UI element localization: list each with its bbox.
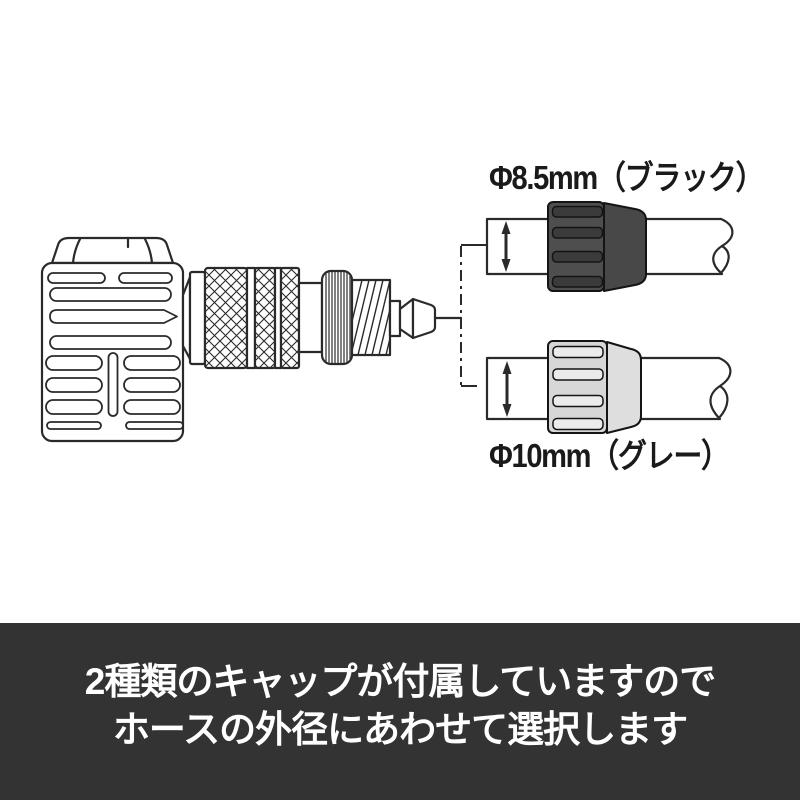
diameter-arrow-bottom-icon (502, 361, 512, 417)
knurl-section-3 (279, 266, 301, 370)
cap-gray-cone (606, 341, 642, 434)
hose-bottom-break-curl (717, 356, 732, 388)
connector-barrel (181, 266, 463, 370)
hose-top-break-lens (712, 244, 730, 275)
connector-knob (50, 236, 175, 265)
barrel-cylinder (297, 281, 324, 354)
hose-connector-diagram (40, 201, 734, 443)
connector-body (40, 236, 185, 443)
cap-gray-body (547, 340, 608, 434)
caption-banner: 2種類のキャップが付属していますので ホースの外径にあわせて選択します (0, 623, 800, 800)
cap-size-label-black: Φ8.5mm（ブラック） (489, 159, 765, 196)
bracket-lines (460, 244, 486, 387)
barb-tip (411, 297, 437, 340)
barb-cone (398, 297, 415, 340)
hose-bottom-break-lens (709, 384, 729, 420)
connector-knob-contour-left (71, 237, 82, 265)
cap-gray (547, 340, 642, 434)
connector-knob-contour-right (143, 237, 154, 265)
connector-main-block (40, 261, 185, 443)
knurl-section-2 (253, 266, 277, 370)
cap-black (547, 201, 647, 292)
thread-lines (352, 281, 389, 354)
cap-black-slots (551, 205, 604, 288)
connector-grip-slots-upper (47, 272, 178, 350)
diameter-arrow-top-icon (501, 221, 511, 272)
cap-gray-slots (552, 345, 604, 431)
cap-black-cone (603, 202, 647, 292)
locking-ring-ribs (325, 272, 351, 363)
cap-black-body (547, 201, 605, 292)
barb-step (388, 299, 402, 338)
cap-size-label-gray: Φ10mm（グレー） (489, 437, 730, 474)
knurl-gap-1 (245, 266, 257, 370)
caption-line-1: 2種類のキャップが付属していますので (84, 660, 716, 702)
barrel-collar (188, 270, 207, 366)
caption-line-2: ホースの外径にあわせて選択します (112, 708, 688, 750)
hose-top-break-curl (719, 217, 734, 248)
threaded-section (350, 278, 392, 357)
connector-grip-slots-lower (45, 352, 184, 430)
knurl-section-1 (203, 266, 249, 370)
